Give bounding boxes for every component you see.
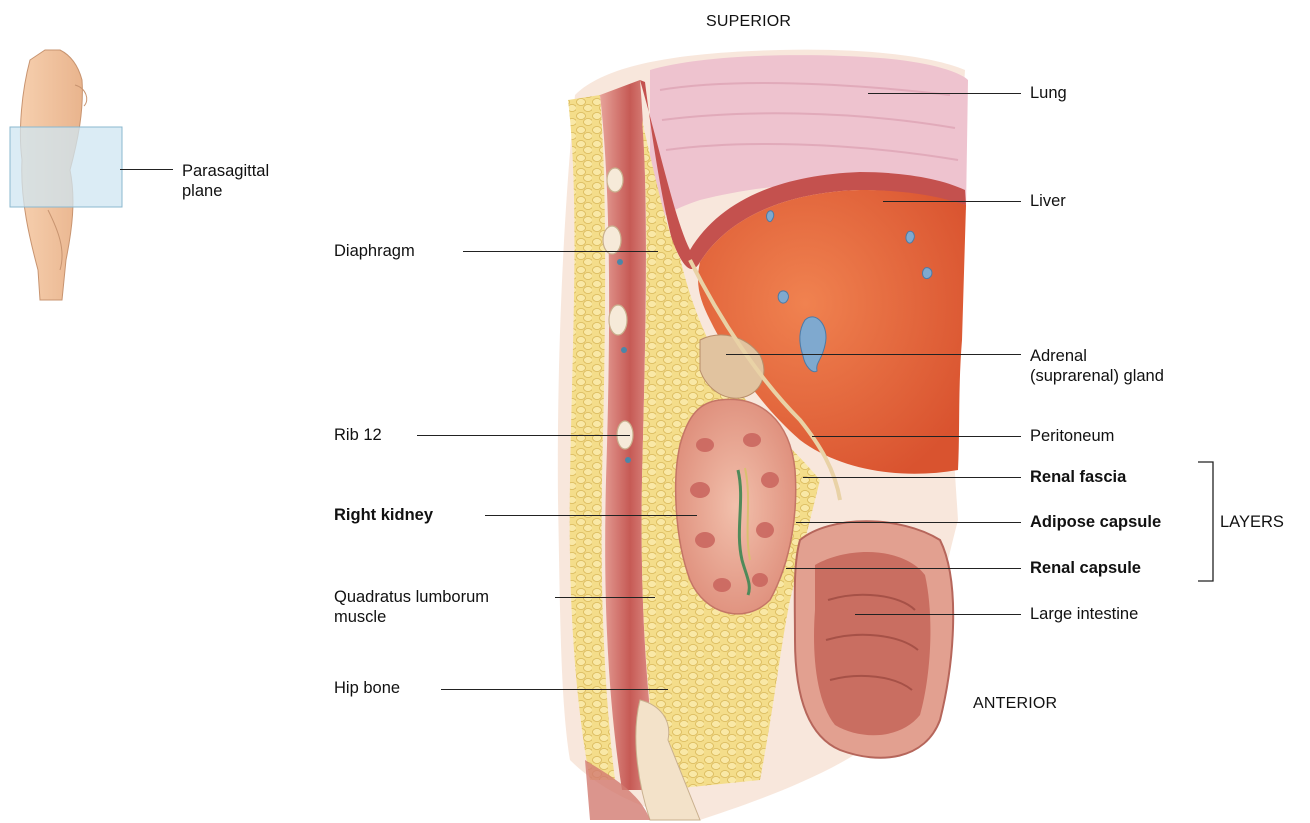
leader-line-adrenal	[726, 354, 1021, 355]
layers-label: LAYERS	[1220, 512, 1284, 532]
peritoneum-label: Peritoneum	[1030, 426, 1114, 446]
plane-label: Parasagittal plane	[182, 161, 302, 201]
plane-label-line2: plane	[182, 181, 302, 201]
right-kidney-label: Right kidney	[334, 505, 433, 525]
leader-line-renal-fascia	[803, 477, 1021, 478]
anterior-label: ANTERIOR	[973, 695, 1057, 713]
hip-bone-label: Hip bone	[334, 678, 400, 698]
adrenal-label-line2: (suprarenal) gland	[1030, 366, 1164, 386]
quadratus-label-line2: muscle	[334, 607, 489, 627]
liver-label: Liver	[1030, 191, 1066, 211]
renal-capsule-label: Renal capsule	[1030, 558, 1141, 578]
leader-line-large-intestine	[855, 614, 1021, 615]
leader-line-liver	[883, 201, 1021, 202]
lung-label: Lung	[1030, 83, 1067, 103]
quadratus-label-line1: Quadratus lumborum	[334, 587, 489, 607]
leader-line-diaphragm	[463, 251, 658, 252]
body-figure-icon	[10, 50, 122, 300]
adrenal-label-line1: Adrenal	[1030, 346, 1164, 366]
leader-line-adipose	[796, 522, 1021, 523]
rib12-label: Rib 12	[334, 425, 382, 445]
plane-label-line1: Parasagittal	[182, 161, 302, 181]
diaphragm-label: Diaphragm	[334, 241, 415, 261]
adipose-capsule-label: Adipose capsule	[1030, 512, 1161, 532]
adrenal-label: Adrenal (suprarenal) gland	[1030, 346, 1164, 386]
leader-line-renal-capsule	[786, 568, 1021, 569]
leader-line-hip-bone	[441, 689, 668, 690]
large-intestine-label: Large intestine	[1030, 604, 1138, 624]
renal-fascia-label: Renal fascia	[1030, 467, 1126, 487]
leader-line-right-kidney	[485, 515, 697, 516]
leader-line-peritoneum	[812, 436, 1021, 437]
leader-line-rib12	[417, 435, 630, 436]
quadratus-label: Quadratus lumborum muscle	[334, 587, 489, 627]
leader-line-plane	[120, 169, 173, 170]
layers-bracket	[1198, 462, 1213, 581]
leader-line-quadratus	[555, 597, 655, 598]
leader-line-lung	[868, 93, 1021, 94]
superior-label: SUPERIOR	[706, 13, 791, 31]
